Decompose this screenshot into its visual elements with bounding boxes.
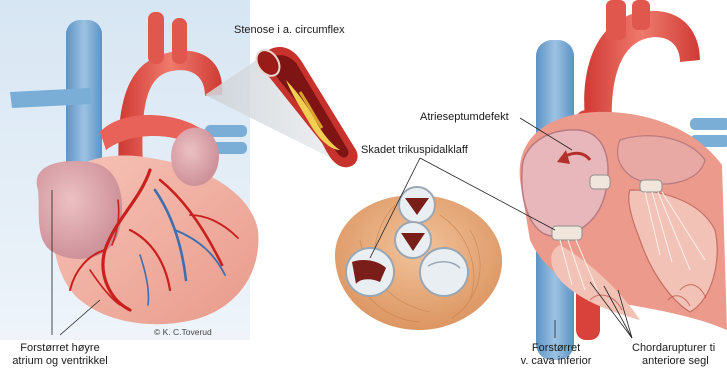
- label-stenosis: Stenose i a. circumflex: [234, 24, 345, 37]
- label-enlarged-ivc-line2: v. cava inferior: [506, 355, 606, 368]
- valve-plane: [335, 187, 502, 330]
- label-chordae-line2: anteriore segl: [632, 355, 727, 368]
- label-enlarged-ivc-line1: Forstørret: [506, 342, 606, 355]
- label-chordae-line1: Chordarupturer ti: [632, 342, 727, 355]
- label-enlarged-right-line1: Forstørret høyre: [4, 342, 116, 355]
- aortic-branch-2: [172, 18, 187, 64]
- mitral-leaflets: [640, 180, 662, 192]
- aorta-branch-b: [632, 0, 650, 30]
- pulm-vein-r1: [690, 118, 727, 130]
- label-enlarged-right-heart: Forstørret høyre atrium og ventrikkel: [4, 342, 116, 368]
- aortic-branch-1: [148, 12, 164, 64]
- aortic-leaflets: [590, 175, 610, 189]
- label-chordae-rupture: Chordarupturer ti anteriore segl: [632, 342, 727, 368]
- mitral-valve: [420, 248, 468, 296]
- label-atrial-septal-defect: Atrieseptumdefekt: [420, 111, 509, 124]
- tricuspid-leaflets: [552, 226, 582, 240]
- label-tricuspid-damage: Skadet trikuspidalklaff: [361, 144, 468, 157]
- label-enlarged-right-line2: atrium og ventrikkel: [4, 355, 116, 368]
- label-enlarged-ivc: Forstørret v. cava inferior: [506, 342, 606, 368]
- left-atrial-appendage: [171, 128, 219, 186]
- right-atrium: [37, 161, 122, 259]
- aorta-branch-a: [606, 0, 626, 40]
- copyright-text: © K. C.Toverud: [154, 326, 212, 339]
- right-heart-section: [520, 0, 727, 360]
